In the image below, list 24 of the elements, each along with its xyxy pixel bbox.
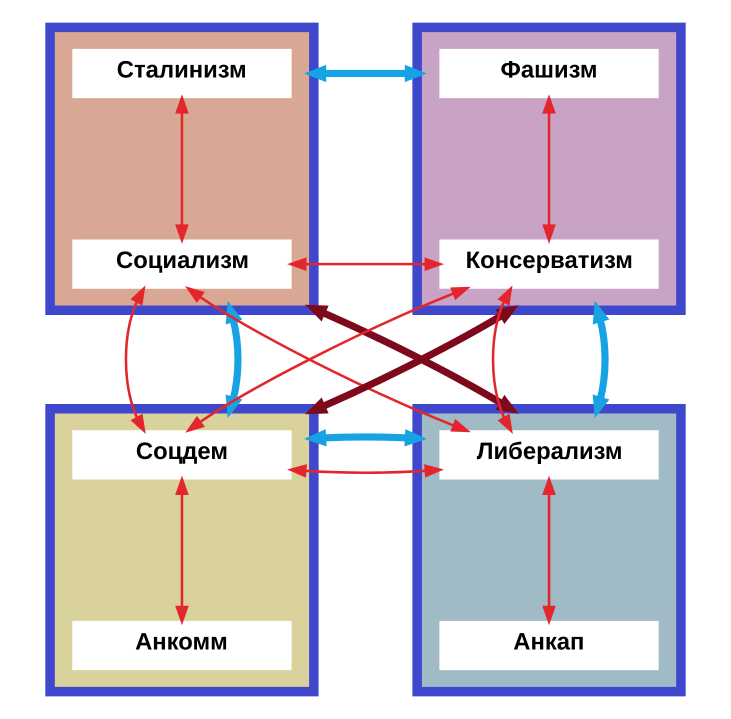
arrow: [175, 94, 189, 244]
arrow: [175, 476, 189, 626]
node-box: Социализм: [72, 240, 292, 289]
node-box: Анкомм: [72, 620, 292, 670]
arrow: [304, 429, 427, 446]
node-box: Фашизм: [439, 48, 659, 98]
arrow: [287, 464, 444, 478]
node-box: Либерализм: [439, 430, 659, 480]
cluster: [45, 404, 319, 696]
node-box: Анкап: [439, 620, 659, 670]
arrow: [542, 94, 556, 244]
node-box: Соцдем: [72, 430, 292, 480]
cluster: [412, 22, 686, 315]
arrow: [492, 285, 513, 434]
arrow: [592, 300, 610, 418]
arrow: [124, 285, 146, 434]
node-box: Консерватизм: [439, 240, 659, 289]
arrow: [226, 300, 242, 418]
arrow: [287, 257, 444, 271]
arrow: [542, 476, 556, 626]
arrow: [304, 64, 427, 82]
node-box: Сталинизм: [72, 48, 292, 98]
cluster: [45, 22, 319, 315]
cluster: [412, 404, 686, 696]
